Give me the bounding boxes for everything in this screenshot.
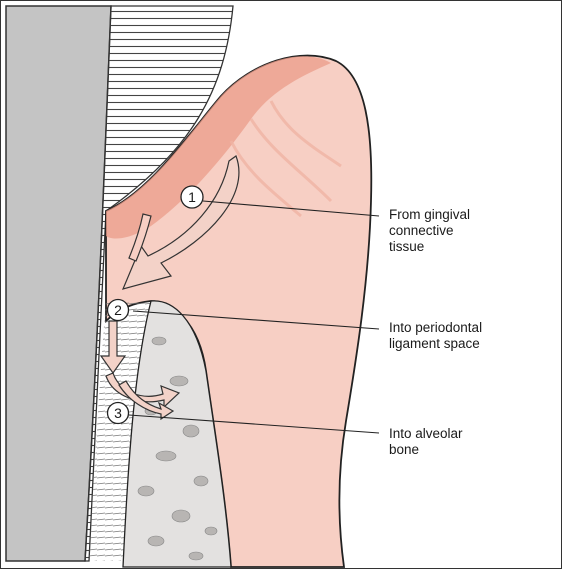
callout-label-1-line-3: tissue — [389, 239, 470, 255]
callout-marker-3: 3 — [108, 403, 129, 424]
callout-label-2: Into periodontal ligament space — [389, 320, 482, 352]
callout-marker-1: 1 — [181, 186, 203, 208]
callout-label-2-line-2: ligament space — [389, 336, 482, 352]
callout-label-3-line-1: Into alveolar — [389, 426, 463, 442]
callout-marker-2: 2 — [108, 300, 129, 321]
callout-label-2-line-1: Into periodontal — [389, 320, 482, 336]
callout-label-1-line-1: From gingival — [389, 207, 470, 223]
callout-label-1-line-2: connective — [389, 223, 470, 239]
callout-label-3-line-2: bone — [389, 442, 463, 458]
callout-number-3: 3 — [114, 405, 122, 421]
callout-label-1: From gingival connective tissue — [389, 207, 470, 255]
callout-label-3: Into alveolar bone — [389, 426, 463, 458]
callout-number-1: 1 — [188, 189, 196, 205]
callout-number-2: 2 — [114, 302, 122, 318]
